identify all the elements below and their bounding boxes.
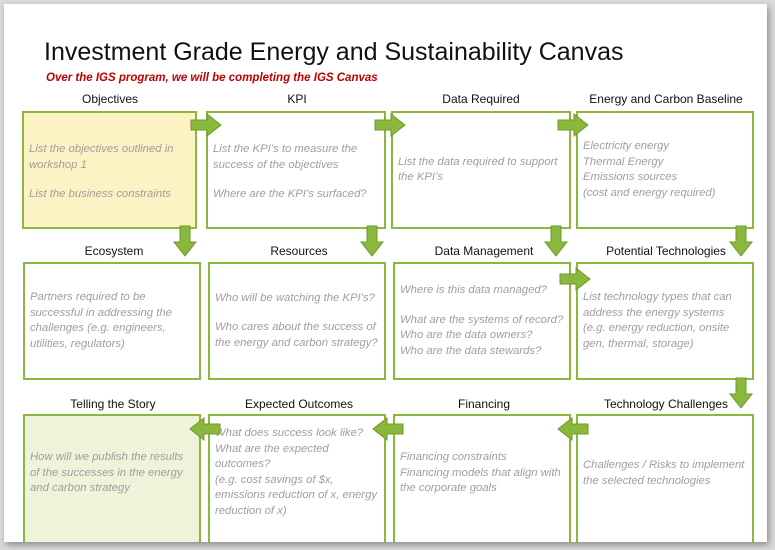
- data-management-line-2: What are the systems of record?: [400, 313, 564, 326]
- arrow-right-objectives-kpi: [190, 113, 222, 137]
- page-subtitle: Over the IGS program, we will be complet…: [46, 72, 378, 84]
- expected-outcomes-line-1: What does success look like?: [215, 427, 364, 439]
- heading-expected-outcomes: Expected Outcomes: [244, 397, 354, 411]
- flow-arrows: [173, 113, 753, 441]
- box-technology-challenges: Challenges / Risks to implement the sele…: [576, 414, 754, 542]
- heading-telling-story: Telling the Story: [70, 397, 156, 411]
- heading-potential-technologies: Potential Technologies: [606, 244, 726, 258]
- energy-baseline-line-3: Emissions sources: [583, 171, 678, 183]
- arrow-down-technologies-challenges: [729, 377, 753, 409]
- heading-kpi: KPI: [287, 92, 307, 106]
- arrow-down-kpi-resources: [360, 225, 384, 257]
- heading-ecosystem: Ecosystem: [84, 244, 144, 258]
- data-management-line-3: Who are the data owners?: [400, 329, 533, 341]
- box-energy-baseline: Electricity energy Thermal Energy Emissi…: [576, 111, 754, 229]
- arrow-left-financing-outcomes: [372, 417, 404, 441]
- arrow-right-datamgmt-technologies: [559, 267, 591, 291]
- box-potential-technologies: List technology types that can address t…: [576, 262, 754, 380]
- box-financing: Financing constraints Financing models t…: [393, 414, 571, 542]
- energy-baseline-line-2: Thermal Energy: [583, 155, 664, 168]
- arrow-right-kpi-data: [374, 113, 406, 137]
- arrow-left-outcomes-story: [189, 417, 221, 441]
- kpi-line-2: Where are the KPI’s surfaced?: [213, 188, 367, 200]
- resources-line-2: Who cares about the success of the energ…: [215, 321, 378, 349]
- objectives-line-1: List the objectives outlined in workshop…: [29, 143, 174, 171]
- arrow-left-challenges-financing: [557, 417, 589, 441]
- telling-story-line-1: How will we publish the results of the s…: [30, 451, 184, 495]
- ecosystem-line-1: Partners required to be successful in ad…: [30, 291, 172, 350]
- box-expected-outcomes: What does success look like? What are th…: [208, 414, 386, 542]
- heading-objectives: Objectives: [81, 92, 139, 106]
- data-required-line-1: List the data required to support the KP…: [398, 155, 558, 184]
- arrow-down-baseline-technologies: [729, 225, 753, 257]
- heading-technology-challenges: Technology Challenges: [603, 397, 729, 411]
- box-data-management: Where is this data managed? What are the…: [393, 262, 571, 380]
- resources-line-1: Who will be watching the KPI’s?: [215, 291, 375, 304]
- box-resources: Who will be watching the KPI’s? Who care…: [208, 262, 386, 380]
- data-management-line-4: Who are the data stewards?: [400, 344, 542, 357]
- heading-data-required: Data Required: [442, 92, 520, 106]
- arrow-down-objectives-ecosystem: [173, 225, 197, 257]
- energy-baseline-line-4: (cost and energy required): [583, 186, 716, 199]
- technology-challenges-line-1: Challenges / Risks to implement the sele…: [583, 459, 745, 487]
- heading-financing: Financing: [457, 397, 511, 411]
- page-title: Investment Grade Energy and Sustainabili…: [44, 38, 624, 66]
- canvas-slide: Investment Grade Energy and Sustainabili…: [4, 4, 767, 542]
- energy-baseline-line-1: Electricity energy: [583, 140, 670, 152]
- kpi-line-1: List the KPI’s to measure the success of…: [213, 143, 358, 171]
- heading-resources: Resources: [270, 244, 328, 258]
- expected-outcomes-line-2: What are the expected outcomes?: [215, 442, 329, 471]
- box-telling-story: How will we publish the results of the s…: [23, 414, 201, 542]
- box-ecosystem: Partners required to be successful in ad…: [23, 262, 201, 380]
- arrow-down-data-datamanagement: [544, 225, 568, 257]
- box-data-required: List the data required to support the KP…: [391, 111, 571, 229]
- expected-outcomes-line-3: (e.g. cost savings of $x, emissions redu…: [215, 473, 378, 517]
- box-kpi: List the KPI’s to measure the success of…: [206, 111, 386, 229]
- potential-technologies-line-1: List technology types that can address t…: [583, 291, 732, 350]
- heading-energy-baseline: Energy and Carbon Baseline: [589, 92, 743, 106]
- financing-line-1: Financing constraints: [400, 451, 507, 464]
- arrow-right-data-baseline: [557, 113, 589, 137]
- objectives-line-2: List the business constraints: [29, 188, 171, 200]
- heading-data-management: Data Management: [434, 244, 534, 258]
- data-management-line-1: Where is this data managed?: [400, 284, 547, 296]
- financing-line-2: Financing models that align with the cor…: [400, 466, 561, 495]
- box-objectives: List the objectives outlined in workshop…: [22, 111, 197, 229]
